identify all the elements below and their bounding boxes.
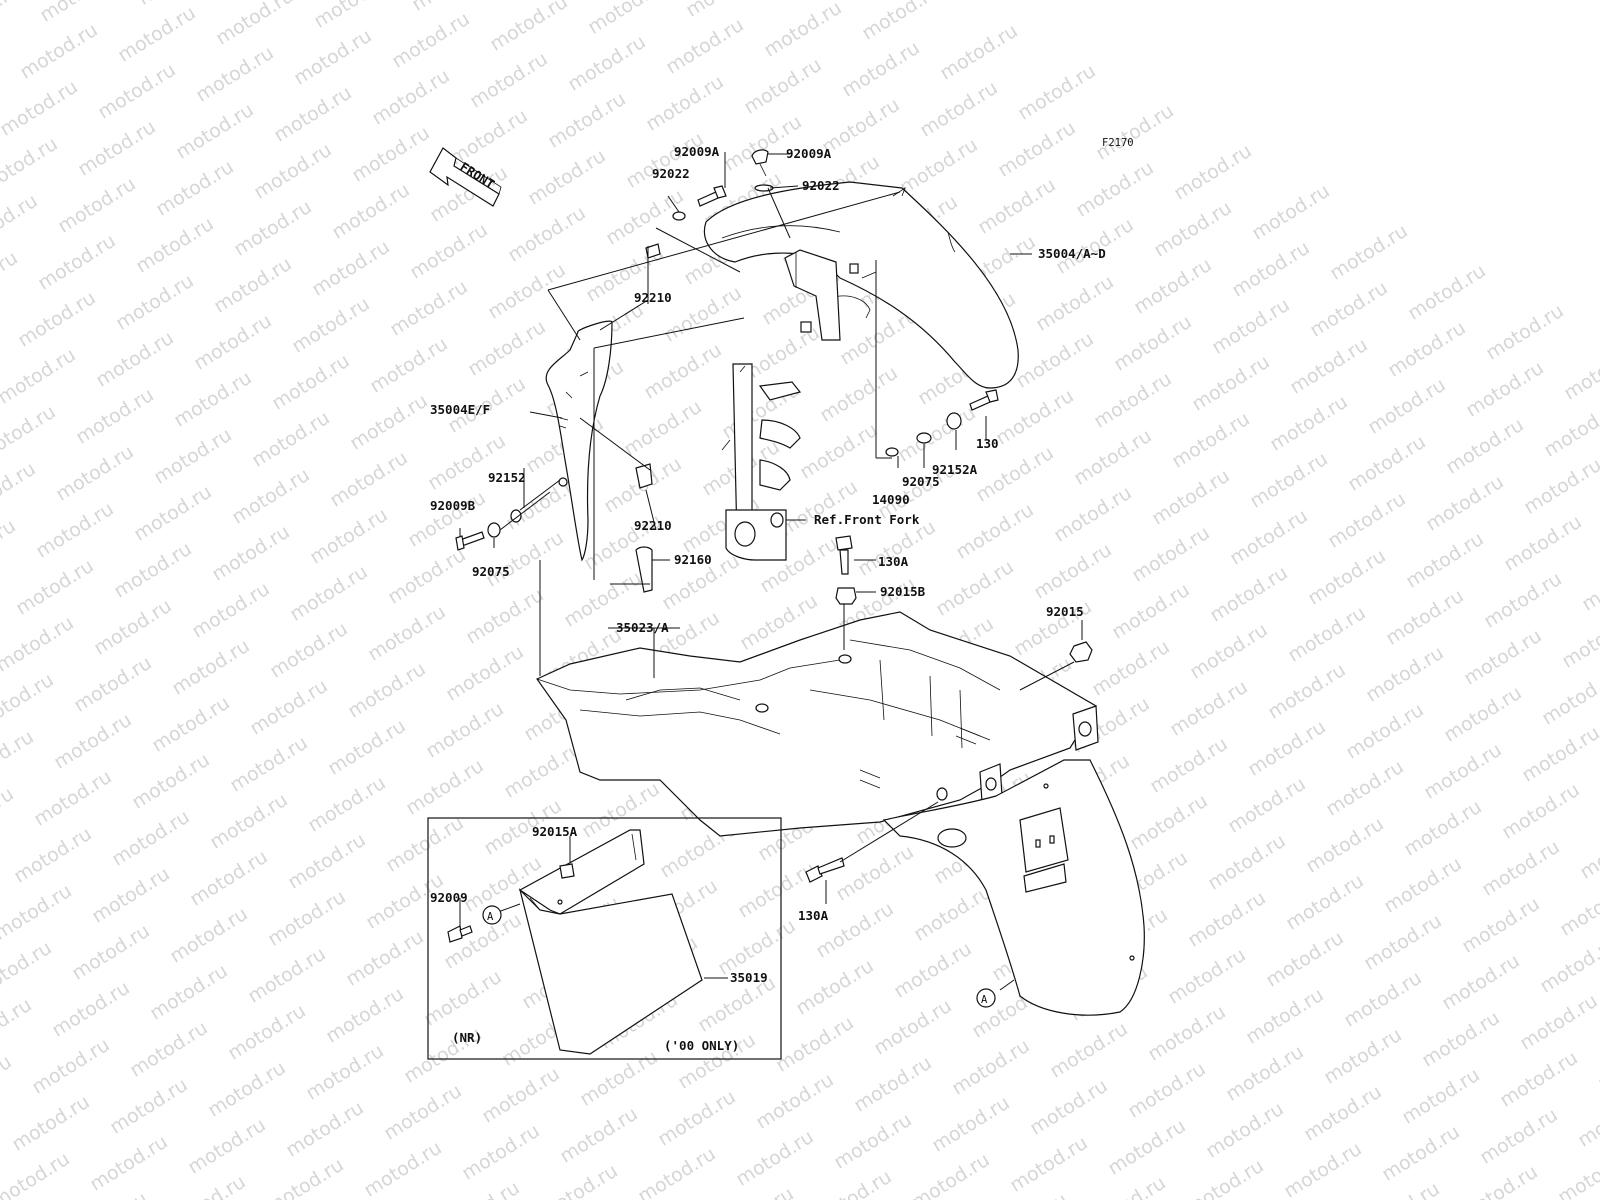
label-92015a: 92015A — [532, 824, 578, 839]
collar-92152a — [946, 412, 962, 430]
label-92160: 92160 — [674, 552, 712, 567]
note-nr: (NR) — [452, 1030, 482, 1045]
label-35004ad: 35004/A~D — [1038, 246, 1106, 261]
label-92015: 92015 — [1046, 604, 1084, 619]
label-130a-lower: 130A — [798, 908, 829, 923]
pad-92160 — [635, 546, 653, 593]
label-35023a: 35023/A — [616, 620, 669, 635]
inner-fender-drawing — [545, 320, 613, 562]
screw-92009a-right — [751, 149, 769, 177]
label-92210-lower: 92210 — [634, 518, 672, 533]
figure-id: F2170 — [1102, 137, 1134, 149]
front-arrow-icon: FRONT — [429, 147, 502, 207]
label-35019: 35019 — [730, 970, 768, 985]
flap-35019-drawing — [518, 829, 703, 1055]
label-92075-left: 92075 — [472, 564, 510, 579]
note-00-only: ('00 ONLY) — [664, 1038, 739, 1053]
bolt-130a-upper — [835, 535, 853, 575]
rear-flap-drawing — [882, 759, 1145, 1016]
label-14090: 14090 — [872, 492, 910, 507]
label-92009b: 92009B — [430, 498, 476, 513]
nut-92015 — [1069, 641, 1093, 663]
label-92022-right: 92022 — [802, 178, 840, 193]
connector-a-inset: A — [482, 905, 502, 925]
label-92022-left: 92022 — [652, 166, 690, 181]
svg-text:A: A — [981, 994, 988, 1006]
label-92152a: 92152A — [932, 462, 978, 477]
svg-text:A: A — [487, 911, 494, 923]
screw-92009 — [447, 925, 473, 943]
washer-14090 — [885, 447, 899, 457]
clip-92210-lower — [635, 463, 653, 489]
bolt-92009b — [455, 531, 485, 551]
label-92152: 92152 — [488, 470, 526, 485]
washer-92022-left — [672, 211, 686, 221]
clip-92210-upper — [645, 243, 661, 259]
bolt-130a-lower — [805, 857, 845, 883]
front-fender-drawing — [703, 181, 1019, 389]
label-92009a-left: 92009A — [674, 144, 720, 159]
label-92075-right: 92075 — [902, 474, 940, 489]
label-92015b: 92015B — [880, 584, 926, 599]
washer-92075-right — [916, 432, 932, 444]
bolt-130 — [969, 389, 999, 411]
nut-92015b — [835, 587, 857, 605]
label-130a-upper: 130A — [878, 554, 909, 569]
ref-front-fork-note: Ref.Front Fork — [814, 512, 920, 527]
washer-92075-left — [487, 522, 501, 538]
front-fork-drawing — [721, 363, 802, 561]
bolt-92009a-left — [697, 185, 727, 207]
leader-lines — [459, 152, 1083, 991]
label-92210-upper: 92210 — [634, 290, 672, 305]
label-92009: 92009 — [430, 890, 468, 905]
inset-box — [427, 817, 782, 1060]
collar-92152 — [510, 509, 522, 523]
part-labels: 92009A 92009A 92022 92022 92210 35004/A~… — [430, 144, 1106, 1053]
label-130: 130 — [976, 436, 999, 451]
rear-undertray-drawing — [536, 611, 1099, 837]
label-35004ef: 35004E/F — [430, 402, 490, 417]
nut-92015a — [559, 863, 575, 879]
label-92009a-right: 92009A — [786, 146, 832, 161]
connector-a-main: A — [976, 988, 996, 1008]
